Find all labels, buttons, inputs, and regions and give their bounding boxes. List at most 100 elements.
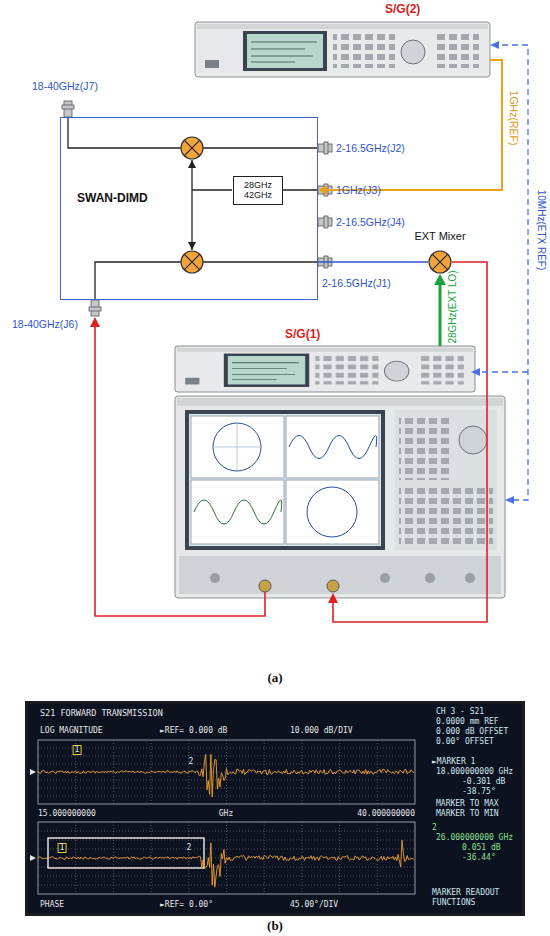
- signal-generator-drawing: [195, 22, 490, 77]
- label-text: PHASE: [40, 900, 64, 909]
- signal-generator-drawing: [315, 354, 378, 384]
- module-wiring: [68, 117, 318, 300]
- module-wiring: [282, 189, 318, 190]
- network-analyzer-drawing: [189, 414, 381, 546]
- reference-cable: [478, 371, 528, 372]
- connector-line: [439, 282, 442, 346]
- signal-generator-drawing: [243, 31, 327, 71]
- signal-generator-drawing: [195, 22, 490, 77]
- signal-generator: S/G(1): [175, 346, 475, 392]
- signal-generator-drawing: [197, 24, 488, 29]
- screen-grid: [38, 740, 415, 804]
- module-wiring: [191, 160, 192, 250]
- measurement-trace: [38, 754, 414, 797]
- measurement-trace: [38, 754, 414, 887]
- label-text: GHz: [219, 809, 233, 818]
- mixer-symbol: [181, 137, 203, 273]
- rf-cable-arrowhead: [90, 317, 338, 603]
- node-label: SWAN-DIMD: [77, 192, 148, 206]
- node-label: EXT Mixer: [414, 230, 465, 243]
- screen-grid: [38, 822, 415, 894]
- label-text: 15.000000000: [38, 809, 96, 818]
- label-text: 0.00° OFFSET: [436, 737, 494, 746]
- label-text: 10MHz(ETX REF): [535, 190, 547, 271]
- arrowhead: [434, 274, 446, 285]
- signal-generator-drawing: [232, 363, 299, 380]
- analyzer-screen: [48, 838, 204, 868]
- network-analyzer-drawing: [177, 398, 503, 406]
- signal-generator-drawing: [433, 32, 479, 68]
- label-text: 1GHz(J3): [336, 184, 381, 196]
- screen-grid: [38, 740, 415, 894]
- rf-cable-arrowhead: [328, 593, 338, 603]
- label-text: 18-40GHz(J7): [32, 80, 98, 92]
- signal-generator-drawing: [401, 40, 425, 64]
- signal-generator-drawing: [228, 356, 305, 384]
- label-text: 0.0000 mm REF: [436, 717, 499, 726]
- network-analyzer-drawing: [213, 423, 261, 471]
- screen-grid: [38, 885, 415, 886]
- screen-grid: [38, 876, 415, 877]
- module-wiring: [203, 261, 318, 262]
- signal-generator-drawing: [333, 32, 395, 68]
- screen-grid: [38, 796, 415, 797]
- connector: [318, 262, 428, 263]
- rf-cable: [95, 324, 265, 616]
- network-analyzer-drawing: [399, 414, 449, 480]
- screen-grid: [38, 764, 415, 765]
- label-text: 0.051 dB: [462, 843, 501, 852]
- label-text: MARKER TO MIN: [436, 809, 499, 818]
- label-text: S21 FORWARD TRANSMISSION: [40, 709, 163, 719]
- network-analyzer-drawing: [194, 500, 282, 524]
- module-wiring: [95, 262, 181, 300]
- mixer-symbol: [184, 254, 200, 270]
- mixer-symbol: [429, 251, 451, 273]
- edge-label: 1GHz(REF): [508, 91, 520, 146]
- network-analyzer-drawing: [286, 416, 379, 478]
- label-text: ►MARKER 1: [432, 757, 475, 766]
- rf-cable: [333, 262, 487, 622]
- signal-generator-drawing: [224, 354, 309, 387]
- label-text: MARKER READOUT: [432, 888, 499, 897]
- rf-connector: [62, 101, 332, 316]
- node-label: S/G(1): [285, 328, 320, 342]
- label-text: 26.000000000 GHz: [436, 833, 513, 842]
- network-analyzer-drawing: [289, 436, 377, 459]
- reference-arrowhead: [505, 496, 514, 504]
- label-text: 2-16.5GHz(J1): [322, 277, 391, 289]
- network-analyzer-drawing: [327, 580, 339, 592]
- label-text: 10.000 dB/DIV: [290, 726, 353, 735]
- network-analyzer-drawing: [286, 480, 379, 544]
- label-text: 40.000000000: [357, 809, 415, 818]
- rf-connector: [89, 307, 101, 311]
- label-text: 18.000000000 GHz: [436, 767, 513, 776]
- arrowhead: [318, 186, 327, 195]
- oscillator-box: 28GHz 42GHz: [233, 176, 283, 205]
- label-text: FUNCTIONS: [432, 898, 475, 907]
- network-analyzer-drawing: [179, 556, 501, 594]
- analyzer-screen: [25, 701, 525, 916]
- mixer-symbol: EXT Mixer: [428, 250, 452, 274]
- label-text: -38.75°: [462, 787, 496, 796]
- network-analyzer-drawing: [307, 487, 357, 537]
- rf-connector: [62, 105, 74, 109]
- screen-grid: [38, 831, 415, 832]
- screen-grid: [38, 849, 415, 850]
- module-wiring: [192, 189, 232, 190]
- label-text: 2-16.5GHz(J4): [336, 216, 405, 228]
- reference-arrowhead: [471, 368, 480, 376]
- label-text: 2: [189, 757, 194, 766]
- edge-label: 28GHz(EXT LO): [447, 270, 459, 343]
- label-text: 1: [73, 745, 82, 755]
- rf-connector: [324, 216, 328, 228]
- screen-grid: [38, 780, 415, 781]
- network-analyzer-drawing: [185, 410, 385, 550]
- mixer-symbol: [428, 250, 452, 274]
- label-text: (a): [267, 671, 282, 686]
- lo-arrowheads: [188, 160, 196, 250]
- analyzer-screen: [30, 855, 36, 861]
- mixer-symbol: [181, 137, 203, 159]
- network-analyzer-drawing: [425, 573, 435, 583]
- module-box: SWAN-DIMD 28GHz 42GHz: [60, 117, 318, 300]
